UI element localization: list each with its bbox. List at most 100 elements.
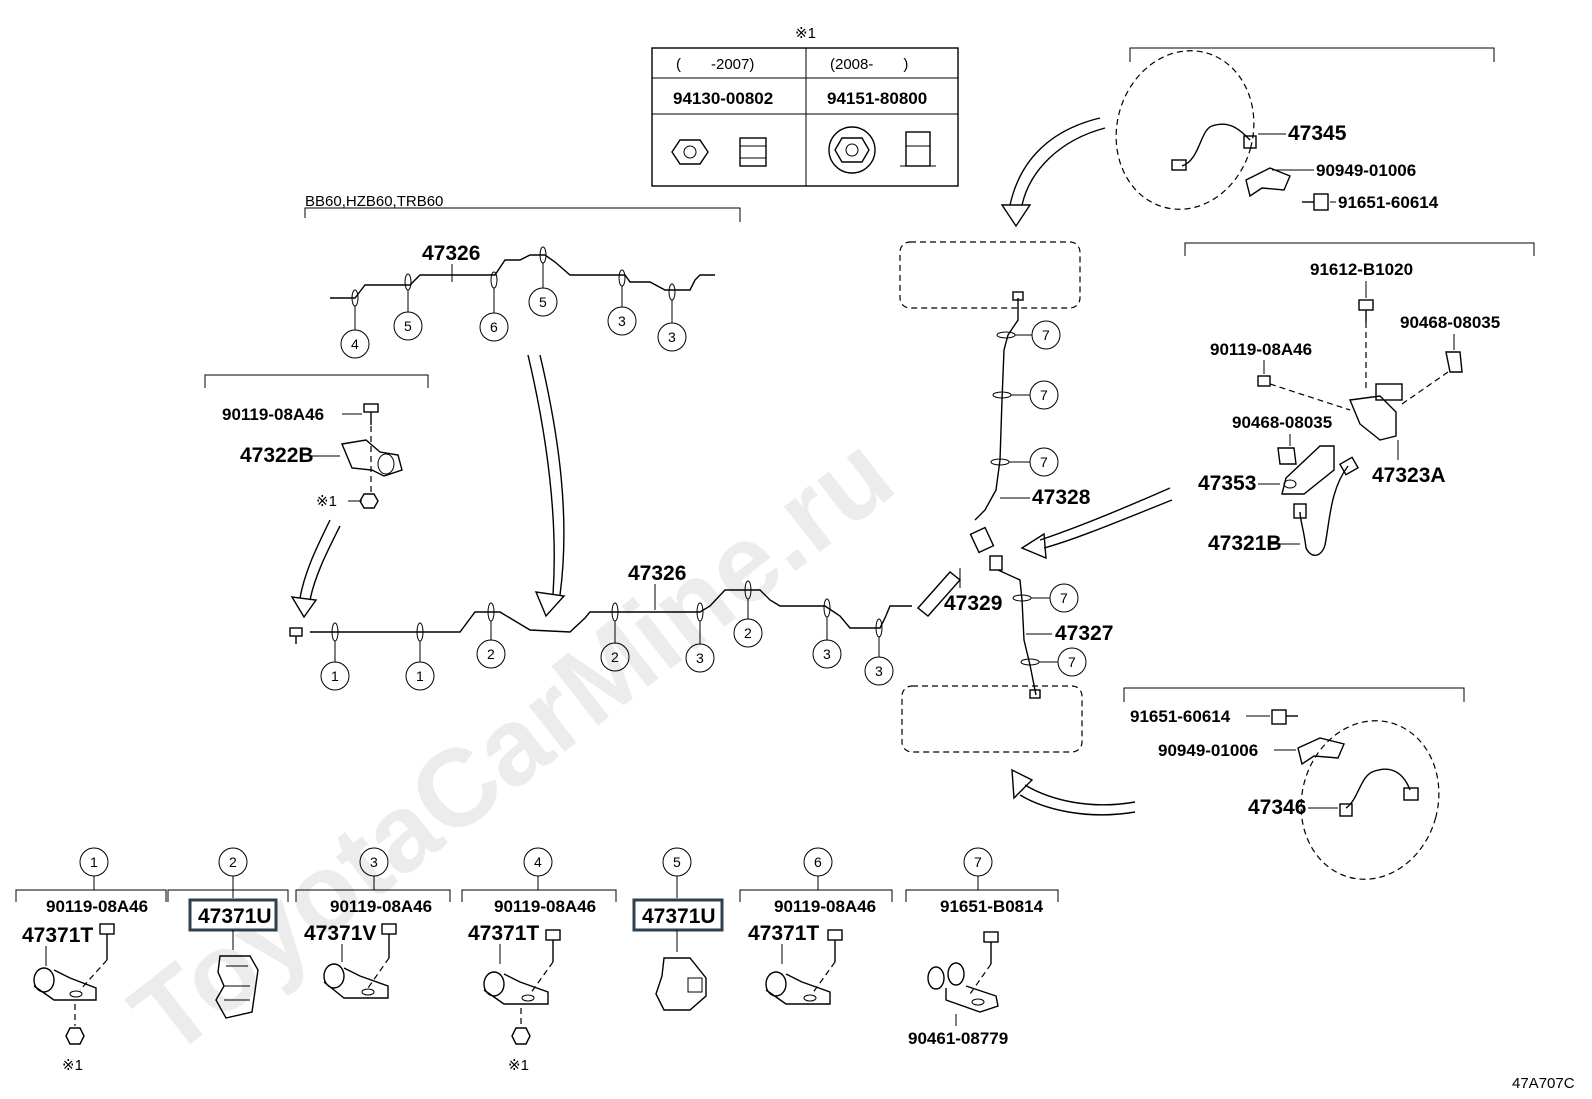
bolt-front-rh-label: 91651-60614 (1338, 193, 1439, 212)
bolt-icon (99, 923, 115, 960)
nut-icon (511, 1027, 531, 1045)
callout-6: 6 (490, 319, 498, 335)
models-label: BB60,HZB60,TRB60 (305, 193, 443, 210)
fitting-top-icon (1012, 291, 1024, 301)
tube-47328-callouts: 7 7 7 (990, 320, 1061, 477)
clamp-5-num: 5 (673, 854, 681, 870)
bolt-right-top-label: 91612-B1020 (1310, 260, 1413, 279)
callout-5b: 5 (539, 294, 547, 310)
left-bracket-group: 90119-08A46 47322B ※1 (204, 374, 429, 510)
clamp-47371u-small-icon (655, 957, 707, 1011)
bracket-right-label: 47353 (1198, 472, 1256, 495)
main-tube-group: 47326 1 1 2 2 3 2 3 3 (289, 562, 912, 691)
bolt-icon (381, 923, 397, 958)
clip-right-b-label: 90468-08035 (1232, 413, 1332, 432)
bolt-icon (983, 931, 999, 964)
arrow-rear (1024, 784, 1136, 806)
callout-5: 5 (404, 318, 412, 334)
front-rh-ref-box (899, 241, 1081, 309)
clamp-47371t-icon (33, 967, 97, 1001)
clamp-3-num: 3 (370, 854, 378, 870)
bracket-47322b-icon (341, 439, 403, 477)
clamp-7-clip: 90461-08779 (908, 1029, 1008, 1048)
flange-nut-icon (828, 126, 876, 174)
reference-code: 47A707C (1512, 1075, 1575, 1092)
main-callouts: 1 1 2 2 3 2 3 3 (320, 580, 894, 691)
note-table-marker: ※1 (795, 25, 816, 42)
callout-2a: 2 (487, 646, 495, 662)
callout-2c: 2 (744, 625, 752, 641)
hose-front-rh-label: 47345 (1288, 122, 1347, 145)
arrow-left-to-main (299, 519, 331, 599)
hose-rear-label: 47346 (1248, 796, 1306, 819)
clamp-legend-1: 1 90119-08A46 47371T ※1 (15, 847, 167, 1074)
tube-vertical-label: 47328 (1032, 486, 1091, 509)
nut-left-label: ※1 (316, 493, 337, 510)
note-table: ※1 ( -2007) (2008- ) 94130-00802 94151-8… (651, 25, 959, 187)
clamp-6-num: 6 (814, 854, 822, 870)
bolt-icon (545, 929, 561, 962)
clamp-47371u-icon (215, 955, 259, 1019)
clamp-1-clamp: 47371T (22, 924, 93, 947)
clamp-1-bolt: 90119-08A46 (46, 897, 148, 916)
clip-90461-icon (927, 962, 999, 1013)
clip-90468-a-icon (1445, 351, 1463, 373)
bracket-47353-icon (1281, 445, 1335, 495)
clamp-legend-5: 5 47371U (632, 847, 724, 1011)
clamp-6-clamp: 47371T (748, 922, 819, 945)
callout-7b: 7 (1040, 387, 1048, 403)
bolt-icon (363, 403, 379, 425)
clamp-4-num: 4 (534, 854, 542, 870)
clamp-2-num: 2 (229, 854, 237, 870)
clamp-legend: 1 90119-08A46 47371T ※1 2 (15, 847, 1059, 1074)
clip-90468-b-icon (1277, 447, 1297, 465)
clamp-4-clamp: 47371T (468, 922, 539, 945)
junction-block-icon (969, 526, 1003, 571)
clamp-3-bolt: 90119-08A46 (330, 897, 432, 916)
note-table-col2-part: 94151-80800 (827, 89, 927, 108)
part-47326-main: 47326 (628, 562, 686, 585)
clamp-4-nut: ※1 (508, 1057, 529, 1074)
flange-nut-side-icon (900, 131, 936, 167)
clip-90949-icon (1245, 167, 1291, 198)
arrow-upper-to-main (527, 354, 555, 596)
clamp-2-clamp: 47371U (198, 905, 272, 928)
clamp-47371t-icon (765, 971, 831, 1005)
arrow-front-rh (1009, 117, 1101, 206)
bolt-end-left-icon (289, 627, 303, 644)
clamp-7-bolt: 91651-B0814 (940, 897, 1044, 916)
clamp-legend-4: 4 90119-08A46 47371T ※1 (461, 847, 617, 1074)
bolt-91651-rear-icon (1271, 709, 1298, 725)
callout-1b: 1 (416, 668, 424, 684)
bolt-90119-right-icon (1257, 375, 1271, 387)
clamp-47371v-icon (323, 963, 389, 999)
callout-3c: 3 (696, 650, 704, 666)
clamp-5-clamp: 47371U (642, 905, 716, 928)
callout-7e: 7 (1068, 654, 1076, 670)
clip-front-rh-label: 90949-01006 (1316, 161, 1416, 180)
hose-47345-icon (1171, 123, 1257, 171)
callout-1a: 1 (331, 668, 339, 684)
center-hose-group: 47329 7 7 7 47328 7 7 47327 (916, 298, 1113, 696)
callout-3e: 3 (875, 663, 883, 679)
note-table-col1-part: 94130-00802 (673, 89, 773, 108)
bolt-rear-label: 91651-60614 (1130, 707, 1231, 726)
bracket-left-label: 47322B (240, 444, 314, 467)
clip-90949-rear-icon (1297, 737, 1345, 766)
clamp-1-nut: ※1 (62, 1057, 83, 1074)
bracket-47323a-icon (1349, 383, 1403, 441)
clamp-47371t-icon (483, 971, 549, 1005)
tube-lower-label: 47327 (1055, 622, 1113, 645)
upper-callouts: 4 5 6 5 3 3 (340, 246, 687, 359)
callout-7a: 7 (1042, 327, 1050, 343)
bolt-91612-icon (1358, 299, 1374, 322)
bolt-91651-icon (1302, 193, 1329, 211)
nut-icon (359, 493, 379, 509)
rear-ref-box (901, 685, 1083, 753)
callout-7c: 7 (1040, 454, 1048, 470)
rear-hose-group: 91651-60614 90949-01006 47346 (1123, 687, 1465, 880)
clamp-legend-3: 3 90119-08A46 47371V (295, 847, 451, 999)
bolt-right-label: 90119-08A46 (1210, 340, 1312, 359)
front-rh-hose-group: 47345 90949-01006 91651-60614 (1115, 47, 1495, 212)
